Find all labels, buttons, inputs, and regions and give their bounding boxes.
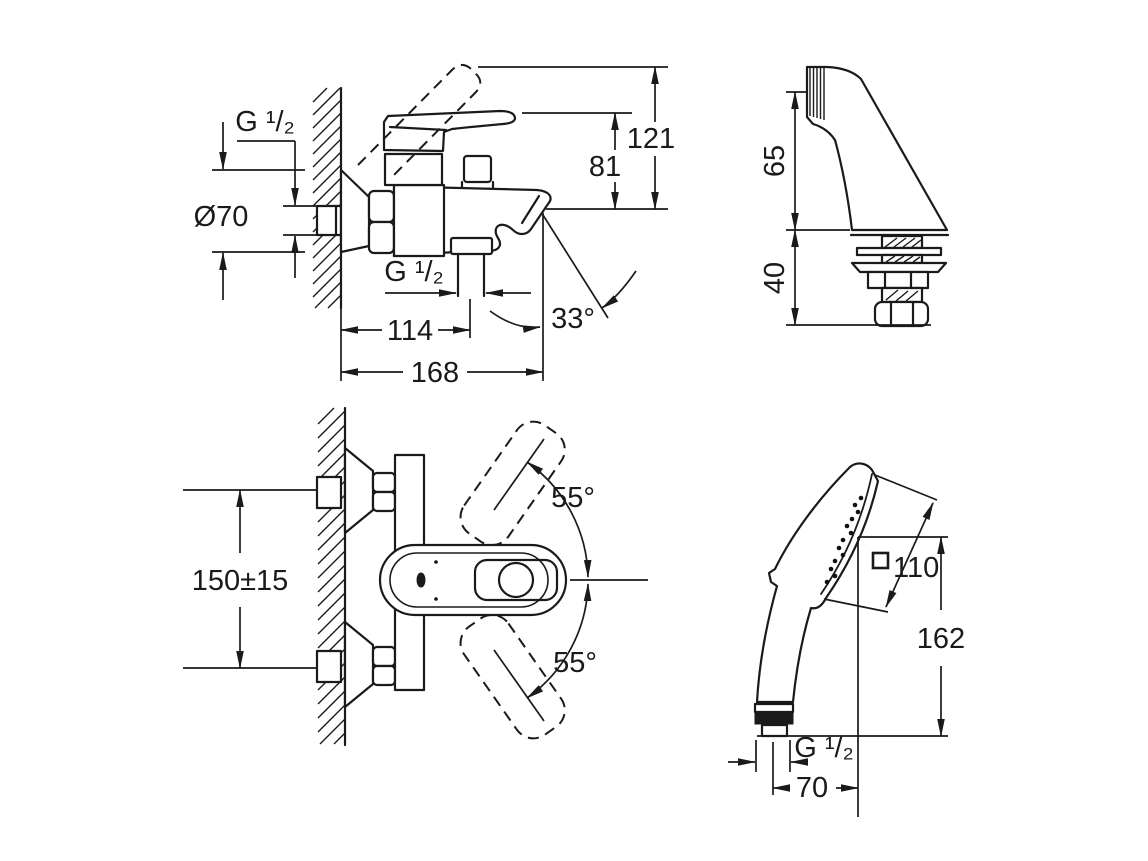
view-mixer-side: G ¹/₂ Ø70 81 121 G ¹/₂ 114 168 33° (194, 64, 675, 389)
wall-hatching (312, 87, 342, 309)
lever-angle-ref-up (493, 438, 545, 511)
holder-thread-hatch-2 (885, 255, 921, 263)
lever-dot-upper (434, 560, 438, 564)
wall-hatching-front (317, 407, 346, 745)
square-symbol (871, 551, 890, 570)
inlet-fitting-top (315, 475, 343, 510)
inlet-fitting (315, 204, 343, 237)
dim-lever-angle-up-label: 55° (551, 482, 595, 514)
holder-thread-hatch-1 (884, 237, 922, 248)
dim-diameter-label: Ø70 (194, 201, 249, 233)
diverter-knob-feet (460, 180, 495, 189)
dim-center-distance-label: 150±15 (192, 565, 289, 597)
lever-pin (416, 572, 426, 588)
lever-angle-arc-down (526, 583, 592, 699)
dim-height-spout-label: 81 (589, 151, 621, 183)
spray-dots (824, 495, 864, 585)
dim-height-total-label: 121 (627, 123, 675, 155)
nut-top-a (371, 471, 397, 494)
dim-head-size-label: 110 (893, 552, 939, 584)
dim-outlet-thread-label: G ¹/₂ (384, 256, 444, 288)
diverter-knob (462, 154, 493, 184)
dim-length-label: 162 (917, 623, 965, 655)
connector-nut-bottom (367, 220, 396, 255)
inlet-fitting-bottom (315, 649, 343, 684)
holder-hex-nut-upper (866, 270, 930, 290)
spout-angle-slant-line (542, 214, 609, 319)
lever-solid (382, 109, 517, 153)
check-valve-housing (392, 183, 446, 258)
dim-lever-angle-down-label: 55° (553, 647, 597, 679)
holder-hex-nut-upper-facets (883, 270, 913, 290)
aerator-inner-line (520, 194, 541, 225)
escutcheon (339, 168, 371, 254)
holder-thread-hatch-3 (885, 289, 919, 302)
hose-connector-band (754, 712, 794, 725)
center-distance-extensions (183, 489, 317, 669)
hose-thread-extensions (755, 740, 791, 772)
escutcheon-bottom (343, 620, 375, 709)
dim-depth-outlet-label: 114 (387, 315, 433, 347)
dim-hose-thread-label: G ¹/₂ (794, 732, 854, 764)
dim-holder-upper-label: 65 (759, 145, 791, 177)
lever-inner-line (388, 125, 448, 132)
escutcheon-top (343, 446, 375, 535)
nut-bottom-a (371, 645, 397, 668)
head-size-extensions (823, 474, 938, 613)
dim-offset-label: 70 (796, 772, 828, 804)
holder-nipple-ribs (809, 68, 825, 120)
lever-front-outline (378, 543, 568, 617)
dim-wall-thread-label: G ¹/₂ (235, 106, 295, 138)
dim-diameter-extensions (212, 169, 305, 253)
lever-dashed-up (459, 420, 566, 547)
view-shower-holder: 65 40 (759, 65, 950, 328)
holder-hex-nut-lower (873, 300, 930, 328)
nut-bottom-b (371, 664, 397, 687)
dim-depth-total-label: 168 (411, 357, 459, 389)
hose-connector-ring (753, 702, 795, 714)
spout-angle-arc-left (489, 310, 541, 333)
view-mixer-front: 55° 55° 150±15 (183, 406, 648, 747)
holder-hex-nut-lower-facets (889, 300, 915, 328)
inlet-stub-lines (283, 205, 317, 236)
hose-outlet-pipe (456, 252, 486, 298)
lever-dot-lower (434, 597, 438, 601)
hose-outlet-nut (449, 236, 494, 256)
dim-head-size-line (885, 502, 934, 608)
hose-connector-nipple (760, 723, 789, 738)
lever-angle-arc-up (526, 461, 592, 578)
lever-front-panel (473, 558, 559, 602)
lever-front-button (497, 561, 535, 599)
view-hand-shower: 110 162 G ¹/₂ 70 (728, 462, 965, 817)
holder-body (805, 65, 949, 232)
holder-thread-shank-3 (880, 286, 924, 304)
dim-spout-angle-label: 33° (551, 303, 595, 335)
lever-angle-ref-down (493, 649, 545, 722)
holder-thread-shank-1 (880, 234, 924, 250)
nut-top-b (371, 490, 397, 513)
spout-angle-arc-right (601, 270, 637, 309)
cartridge-base (383, 152, 444, 187)
connector-nut-top (367, 189, 396, 224)
hand-shower-body (755, 462, 880, 704)
lever-front-inner-contour (389, 552, 549, 608)
dim-holder-lower-label: 40 (759, 262, 791, 294)
holder-flange (850, 261, 948, 274)
